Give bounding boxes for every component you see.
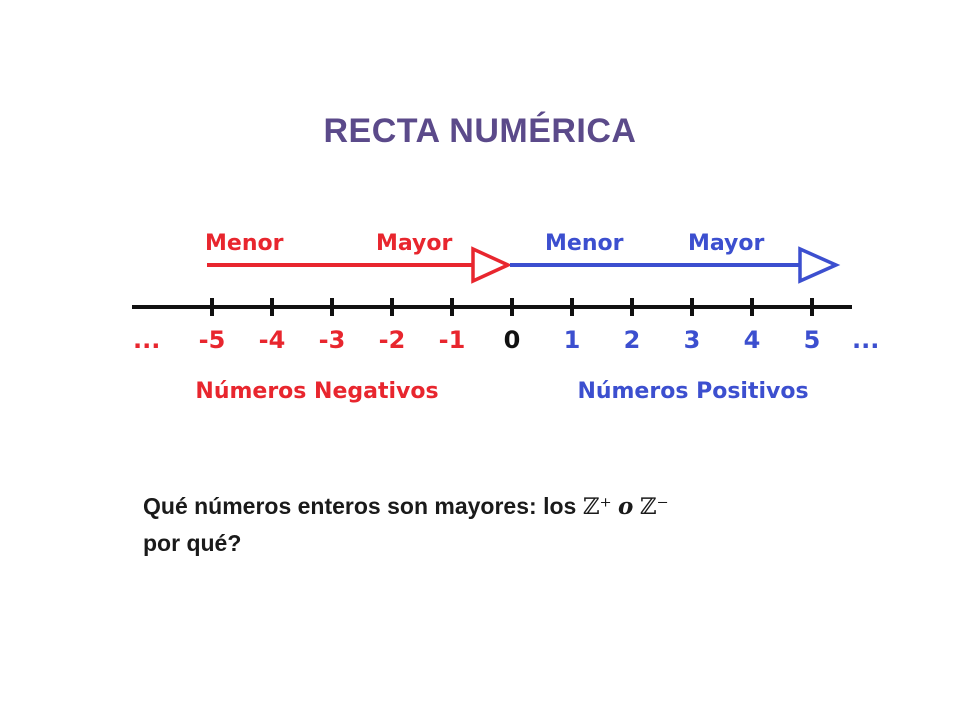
ellipsis-left: ...	[133, 326, 160, 354]
positive-low-label: Menor	[545, 231, 624, 256]
tick-label: 3	[684, 326, 701, 354]
positive-high-label: Mayor	[688, 231, 765, 256]
positive-numbers-caption: Números Positivos	[577, 379, 808, 404]
tick-label: -3	[319, 326, 346, 354]
or-symbol: o	[618, 493, 634, 520]
tick-label: -4	[259, 326, 286, 354]
tick-label: -2	[379, 326, 406, 354]
tick-label: 0	[504, 326, 521, 354]
tick-label: 2	[624, 326, 641, 354]
tick-label: 1	[564, 326, 581, 354]
tick-label: 4	[744, 326, 761, 354]
tick-label: 5	[804, 326, 821, 354]
question-text: Qué números enteros son mayores: los ℤ⁺ …	[143, 488, 843, 561]
question-line-1: Qué números enteros son mayores: los	[143, 493, 583, 519]
tick-label: -5	[199, 326, 226, 354]
tick-label: -1	[439, 326, 466, 354]
negative-low-label: Menor	[205, 231, 284, 256]
slide-title: RECTA NUMÉRICA	[323, 112, 637, 150]
positive-arrow: Menor Mayor	[510, 231, 841, 284]
negative-high-label: Mayor	[376, 231, 453, 256]
negative-numbers-caption: Números Negativos	[195, 379, 438, 404]
positive-arrowhead	[798, 246, 841, 284]
z-minus-symbol: ℤ⁻	[639, 494, 669, 520]
ellipsis-right: ...	[852, 326, 879, 354]
tick-group: -5 -4 -3 -2 -1 0 1 2 3 4 5	[199, 298, 821, 354]
z-plus-symbol: ℤ⁺	[582, 494, 612, 520]
negative-arrow: Menor Mayor	[205, 231, 513, 284]
negative-arrowhead	[471, 246, 513, 284]
question-line-2: por qué?	[143, 530, 242, 556]
